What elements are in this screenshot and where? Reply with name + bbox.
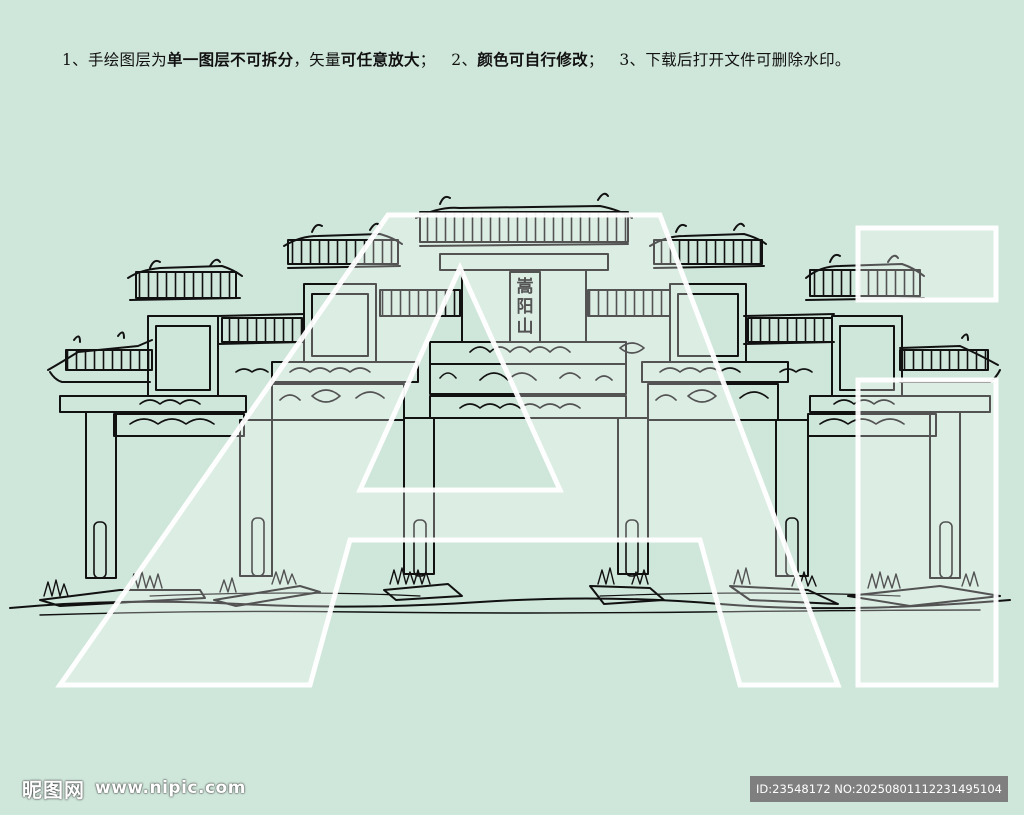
- outer-right-roof: [899, 333, 1001, 383]
- instructions-text: 1、手绘图层为单一图层不可拆分，矢量可任意放大； 2、颜色可自行修改； 3、下载…: [62, 48, 1022, 70]
- instruction-2-prefix: 2、: [451, 51, 478, 69]
- site-watermark: 昵图网 www.nipic.com: [22, 772, 246, 804]
- sign-char-2: 山: [517, 317, 534, 337]
- sign-char-0: 嵩: [517, 276, 534, 297]
- instruction-1-prefix: 1、手绘图层为: [62, 51, 167, 69]
- instruction-3: 3、下载后打开文件可删除水印。: [619, 51, 851, 69]
- site-url: www.nipic.com: [95, 778, 246, 798]
- instruction-2-end: ；: [587, 51, 604, 69]
- instruction-1-bold: 单一图层不可拆分: [166, 50, 294, 69]
- site-logo: 昵图网: [22, 777, 85, 802]
- instruction-1-bold2: 可任意放大: [340, 50, 420, 69]
- inner-left-pavilion: [283, 222, 403, 363]
- instruction-1-mid: ，矢量: [293, 51, 341, 69]
- ai-watermark: [55, 212, 999, 688]
- cloud-ornaments: [129, 342, 905, 425]
- outer-right-pavilion: [805, 253, 925, 397]
- outer-left-pavilion: [127, 258, 243, 397]
- sign-char-1: 阳: [517, 297, 534, 317]
- outer-left-roof: [47, 331, 153, 383]
- beams: [59, 341, 991, 437]
- image-id-label: ID:23548172 NO:20250801112231495104: [750, 776, 1008, 802]
- instruction-2-bold: 颜色可自行修改: [477, 50, 588, 69]
- instruction-1-end: ；: [419, 51, 436, 69]
- pillar-bases: [39, 583, 1001, 607]
- central-sign-text: 嵩 阳 山: [517, 276, 534, 337]
- grass-tufts: [43, 567, 979, 597]
